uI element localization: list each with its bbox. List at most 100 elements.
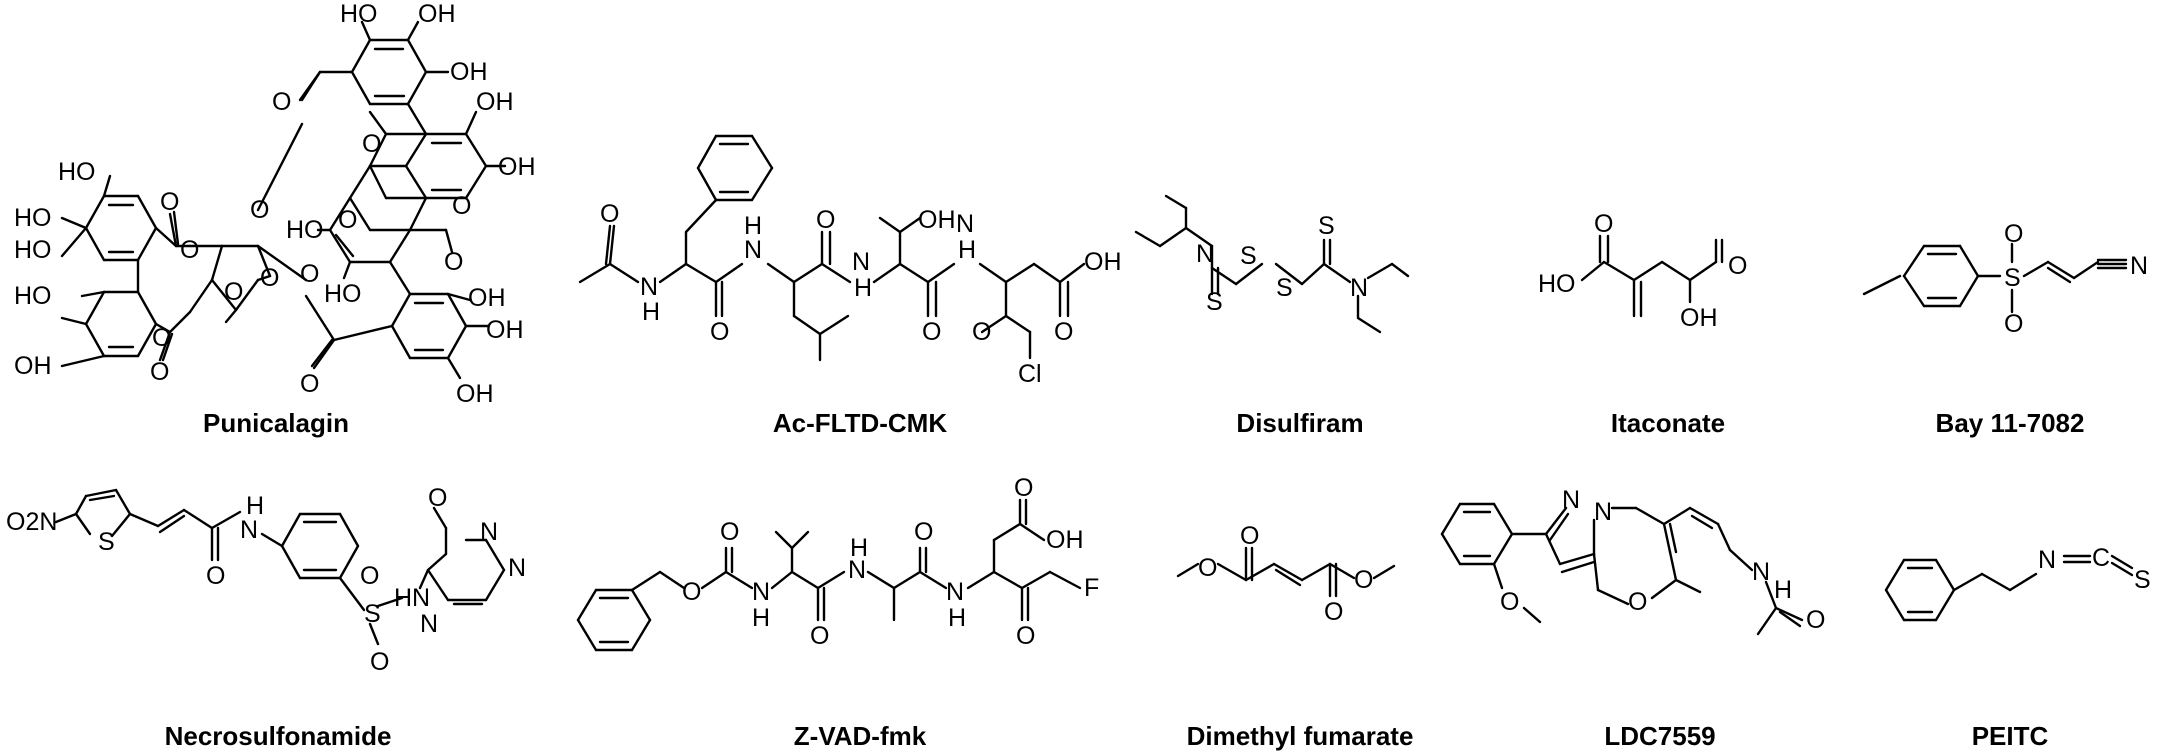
compound-name: Ac-FLTD-CMK <box>773 408 947 438</box>
atom-label: OH <box>14 352 52 380</box>
compound-name: Itaconate <box>1611 408 1725 438</box>
atom-label: OH <box>1046 526 1084 554</box>
atom-label: O <box>922 318 941 346</box>
structure-ac-fltd-cmk: O N H N H O O N H OH N H O O OH O Cl Ac-… <box>578 134 1122 438</box>
atom-label: OH <box>1680 304 1718 332</box>
atom-label: O <box>2004 220 2023 248</box>
atom-label: O <box>710 318 729 346</box>
compound-name: Necrosulfonamide <box>165 721 392 751</box>
atom-label: O <box>452 192 471 220</box>
atom-label: O <box>1240 522 1259 550</box>
atom-label: OH <box>468 284 506 312</box>
atom-label: N <box>2130 252 2148 280</box>
atom-label: N <box>480 518 498 546</box>
atom-label: H <box>744 212 762 240</box>
atom-label: N <box>240 516 258 544</box>
atom-label: O <box>338 206 357 234</box>
atom-label: OH <box>450 58 488 86</box>
compound-name: Punicalagin <box>203 408 349 438</box>
atom-label: O <box>362 130 381 158</box>
atom-label: S <box>364 600 381 628</box>
atom-label: HO <box>14 204 52 232</box>
atom-label: HO <box>286 216 324 244</box>
atom-label: O <box>1054 318 1073 346</box>
atom-label: N <box>852 248 870 276</box>
structure-ldc7559: N N O O N H O LDC7559 <box>1440 486 1825 751</box>
atom-label: O <box>914 518 933 546</box>
atom-label: N <box>752 578 770 606</box>
structure-disulfiram: N S S S S N Disulfiram <box>1134 194 1410 438</box>
structure-necrosulfonamide: O2N S O N H O N S O HN N N O Necrosulfon… <box>6 484 526 751</box>
structure-dimethyl-fumarate: O O O O Dimethyl fumarate <box>1176 522 1414 751</box>
atom-label: N <box>420 610 438 638</box>
atom-label: O <box>160 188 179 216</box>
atom-label: O <box>250 196 269 224</box>
atom-label: O <box>1594 210 1613 238</box>
atom-label: O <box>428 484 447 512</box>
atom-label: OH <box>418 0 456 28</box>
atom-label: S <box>2134 566 2151 594</box>
atom-label: O <box>600 200 619 228</box>
atom-label: H <box>642 298 660 326</box>
atom-label: O <box>1806 606 1825 634</box>
atom-label: O <box>1016 622 1035 650</box>
atom-label: HO <box>324 280 362 308</box>
atom-label: O <box>206 562 225 590</box>
atom-label: O <box>972 318 991 346</box>
atom-label: N <box>1196 240 1214 268</box>
atom-label: N <box>1594 498 1612 526</box>
atom-label: N <box>1562 486 1580 514</box>
atom-label: HO <box>1538 270 1576 298</box>
structure-bay-11-7082: O S O N Bay 11-7082 <box>1862 220 2148 438</box>
atom-label: O <box>1728 252 1747 280</box>
atom-label: S <box>1206 288 1223 316</box>
atom-label: H <box>850 534 868 562</box>
atom-label: O <box>272 88 291 116</box>
atom-label: N <box>508 554 526 582</box>
atom-label: O <box>444 248 463 276</box>
atom-label: HO <box>14 236 52 264</box>
atom-label: S <box>2004 264 2021 292</box>
atom-label: OH <box>1084 248 1122 276</box>
atom-label: N <box>640 273 658 301</box>
atom-label: O <box>2004 310 2023 338</box>
structure-peitc: N C S PEITC <box>1884 544 2151 751</box>
atom-label: S <box>98 528 115 556</box>
atom-label: N <box>956 210 974 238</box>
atom-label: H <box>854 274 872 302</box>
atom-label: O <box>180 236 199 264</box>
compound-name: PEITC <box>1972 721 2049 751</box>
atom-label: HO <box>14 282 52 310</box>
atom-label: H <box>246 492 264 520</box>
atom-label: N <box>848 556 866 584</box>
atom-label: O <box>810 622 829 650</box>
atom-label: OH <box>456 380 494 408</box>
atom-label: S <box>1318 212 1335 240</box>
atom-label: O <box>1324 598 1343 626</box>
compound-name: Dimethyl fumarate <box>1187 721 1414 751</box>
atom-label: O <box>1014 474 1033 502</box>
structure-itaconate: O HO O OH Itaconate <box>1538 210 1747 438</box>
atom-label: Cl <box>1018 360 1042 388</box>
atom-label: N <box>2038 546 2056 574</box>
atom-label: N <box>946 578 964 606</box>
atom-label: O <box>150 358 169 386</box>
atom-label: O <box>260 264 279 292</box>
atom-label: HO <box>340 0 378 28</box>
atom-label: O <box>224 278 243 306</box>
atom-label: HN <box>394 584 430 612</box>
atom-label: S <box>1276 274 1293 302</box>
structure-punicalagin: HO OH OH HO HO O O O O O OH OH O O HO O … <box>14 0 536 438</box>
compound-name: Disulfiram <box>1236 408 1363 438</box>
atom-label: O <box>300 260 319 288</box>
atom-label: O2N <box>6 508 57 536</box>
atom-label: N <box>744 236 762 264</box>
atom-label: O <box>1198 554 1217 582</box>
atom-label: O <box>152 324 171 352</box>
atom-label: N <box>1350 274 1368 302</box>
atom-label: S <box>1240 242 1257 270</box>
atom-label: O <box>816 206 835 234</box>
atom-label: F <box>1084 574 1099 602</box>
atom-label: O <box>682 578 701 606</box>
